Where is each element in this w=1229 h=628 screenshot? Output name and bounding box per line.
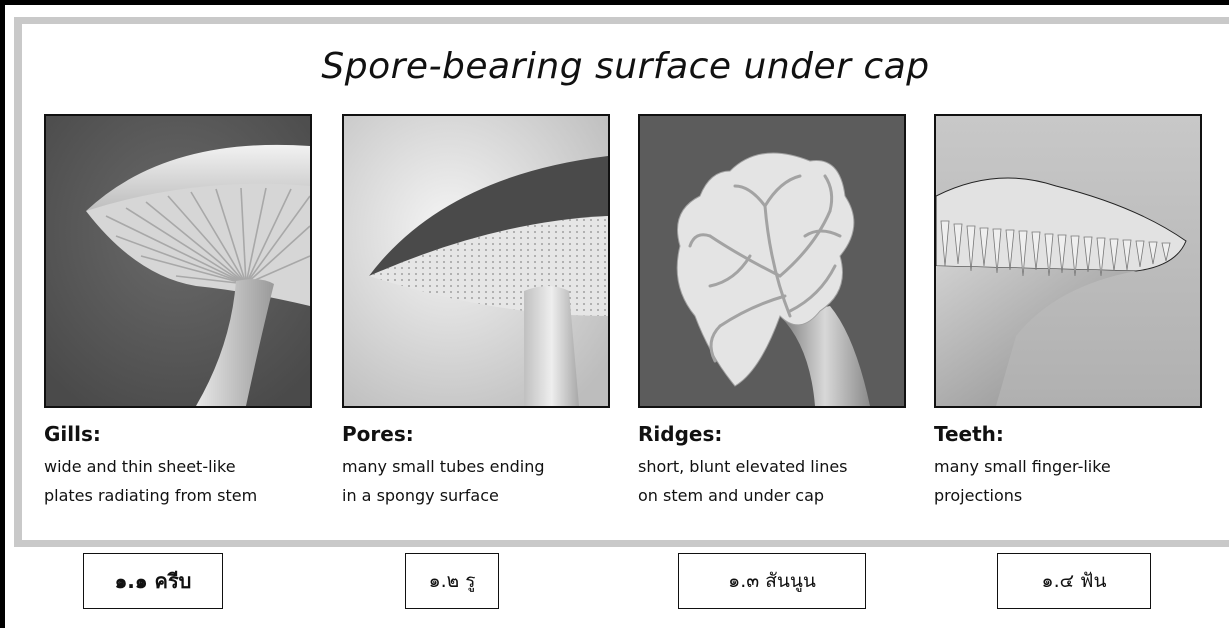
ridges-mushroom-image xyxy=(638,114,906,408)
thai-label-teeth: ๑.๔ ฟัน xyxy=(997,553,1151,609)
pores-description: many small tubes ending in a spongy surf… xyxy=(342,452,610,510)
thai-label-pores: ๑.๒ รู xyxy=(405,553,499,609)
ridges-name: Ridges: xyxy=(638,422,906,446)
pores-description-line-1: many small tubes ending xyxy=(342,452,610,481)
gills-card: Gills: wide and thin sheet-like plates r… xyxy=(44,114,312,510)
teeth-description: many small finger-like projections xyxy=(934,452,1202,510)
gills-description-line-2: plates radiating from stem xyxy=(44,481,312,510)
ridges-description: short, blunt elevated lines on stem and … xyxy=(638,452,906,510)
teeth-card: Teeth: many small finger-like projection… xyxy=(934,114,1202,510)
teeth-description-line-1: many small finger-like xyxy=(934,452,1202,481)
pores-card: Pores: many small tubes ending in a spon… xyxy=(342,114,610,510)
gills-mushroom-image xyxy=(44,114,312,408)
gills-name: Gills: xyxy=(44,422,312,446)
diagram-panel: Spore-bearing surface under cap xyxy=(22,24,1229,540)
pores-description-line-2: in a spongy surface xyxy=(342,481,610,510)
gills-description: wide and thin sheet-like plates radiatin… xyxy=(44,452,312,510)
diagram-title: Spore-bearing surface under cap xyxy=(22,46,1229,87)
pores-mushroom-image xyxy=(342,114,610,408)
pores-name: Pores: xyxy=(342,422,610,446)
gills-description-line-1: wide and thin sheet-like xyxy=(44,452,312,481)
teeth-name: Teeth: xyxy=(934,422,1202,446)
diagram-panel-border: Spore-bearing surface under cap xyxy=(14,17,1229,547)
teeth-description-line-2: projections xyxy=(934,481,1202,510)
thai-label-gills: ๑.๑ ครีบ xyxy=(83,553,223,609)
ridges-card: Ridges: short, blunt elevated lines on s… xyxy=(638,114,906,510)
teeth-mushroom-image xyxy=(934,114,1202,408)
thai-label-ridges: ๑.๓ สันนูน xyxy=(678,553,866,609)
ridges-description-line-2: on stem and under cap xyxy=(638,481,906,510)
ridges-description-line-1: short, blunt elevated lines xyxy=(638,452,906,481)
